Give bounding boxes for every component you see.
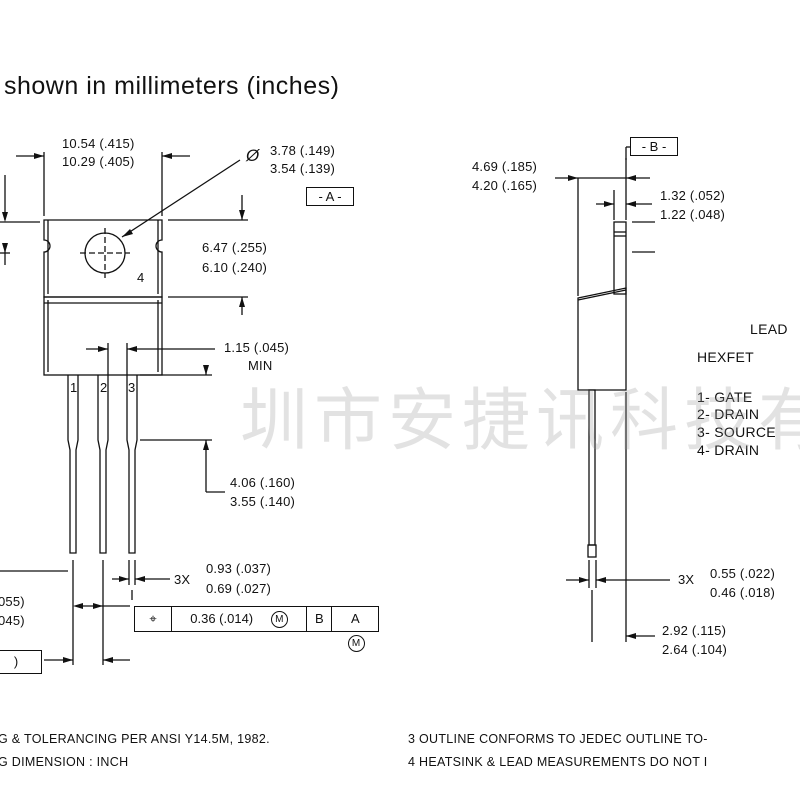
dim-flange-max: 1.32 (.052) [660, 188, 726, 203]
note-3: 3 OUTLINE CONFORMS TO JEDEC OUTLINE TO- [408, 732, 708, 746]
datum-ref-a: A M [332, 607, 378, 653]
dim-thickness-max: 4.69 (.185) [472, 159, 538, 174]
dim-lead-spacing-note: MIN [248, 358, 273, 373]
note-2: G DIMENSION : INCH [0, 755, 129, 769]
dim-tab-min: 6.10 (.240) [202, 260, 268, 275]
leads [67, 375, 138, 554]
tab-label-4: 4 [137, 270, 145, 285]
dim-lead-spacing: 1.15 (.045) [224, 340, 290, 355]
dim-tab-max: 6.47 (.255) [202, 240, 268, 255]
drawing-title: shown in millimeters (inches) [4, 72, 340, 100]
legend-item-drain-2: 2- DRAIN [697, 406, 760, 422]
dim-lead-length-max: 4.06 (.160) [230, 475, 296, 490]
package-body [43, 296, 163, 376]
legend-item-gate: 1- GATE [697, 389, 753, 405]
tolerance-value-text: 0.36 (.014) [190, 611, 254, 626]
note-1: G & TOLERANCING PER ANSI Y14.5M, 1982. [0, 732, 270, 746]
dim-hole-max: 3.78 (.149) [270, 143, 336, 158]
legend-item-source: 3- SOURCE [697, 424, 776, 440]
dim-lead-length-min: 3.55 (.140) [230, 494, 296, 509]
dim-width-min: 10.29 (.405) [62, 154, 135, 169]
partial-box: ) [0, 650, 42, 674]
tolerance-value: 0.36 (.014) M [172, 607, 307, 631]
dim-hole-min: 3.54 (.139) [270, 161, 336, 176]
dim-thickness-min: 4.20 (.165) [472, 178, 538, 193]
legend-item-drain-4: 4- DRAIN [697, 442, 760, 458]
side-lead [588, 389, 596, 546]
dim-left-min: 045) [0, 613, 25, 628]
dim-offset-max: 2.92 (.115) [662, 623, 727, 638]
side-body [577, 287, 627, 391]
dim-flange-min: 1.22 (.048) [660, 207, 726, 222]
dim-lead-width-min: 0.69 (.027) [206, 581, 272, 596]
dim-width-max: 10.54 (.415) [62, 136, 135, 151]
dim-lead-thickness-max: 0.55 (.022) [710, 566, 776, 581]
dim-left-max: 055) [0, 594, 25, 609]
mmc-circle-1: M [270, 611, 288, 629]
datum-a-box: - A - [306, 187, 354, 206]
pin-label-3: 3 [128, 380, 136, 395]
legend-lead-heading: LEAD [750, 321, 788, 337]
dim-lead-thickness-min: 0.46 (.018) [710, 585, 776, 600]
pin-label-2: 2 [100, 380, 108, 395]
datum-ref-a-text: A [351, 611, 359, 626]
diameter-icon: Ø [246, 146, 260, 165]
feature-control-frame: ⌖ 0.36 (.014) M B A M [134, 606, 379, 653]
dim-lead-thickness-prefix: 3X [678, 572, 695, 587]
dim-lead-width-prefix: 3X [174, 572, 191, 587]
mounting-tab [43, 219, 163, 298]
datum-b-box: - B - [630, 137, 678, 156]
datum-ref-b: B [307, 607, 332, 631]
side-tab [613, 221, 627, 295]
position-icon: ⌖ [135, 607, 172, 631]
note-4: 4 HEATSINK & LEAD MEASUREMENTS DO NOT I [408, 755, 708, 769]
dim-offset-min: 2.64 (.104) [662, 642, 728, 657]
pin-label-1: 1 [70, 380, 78, 395]
dim-lead-width-max: 0.93 (.037) [206, 561, 272, 576]
mmc-circle-2: M [347, 635, 365, 653]
legend-title: HEXFET [697, 349, 755, 365]
